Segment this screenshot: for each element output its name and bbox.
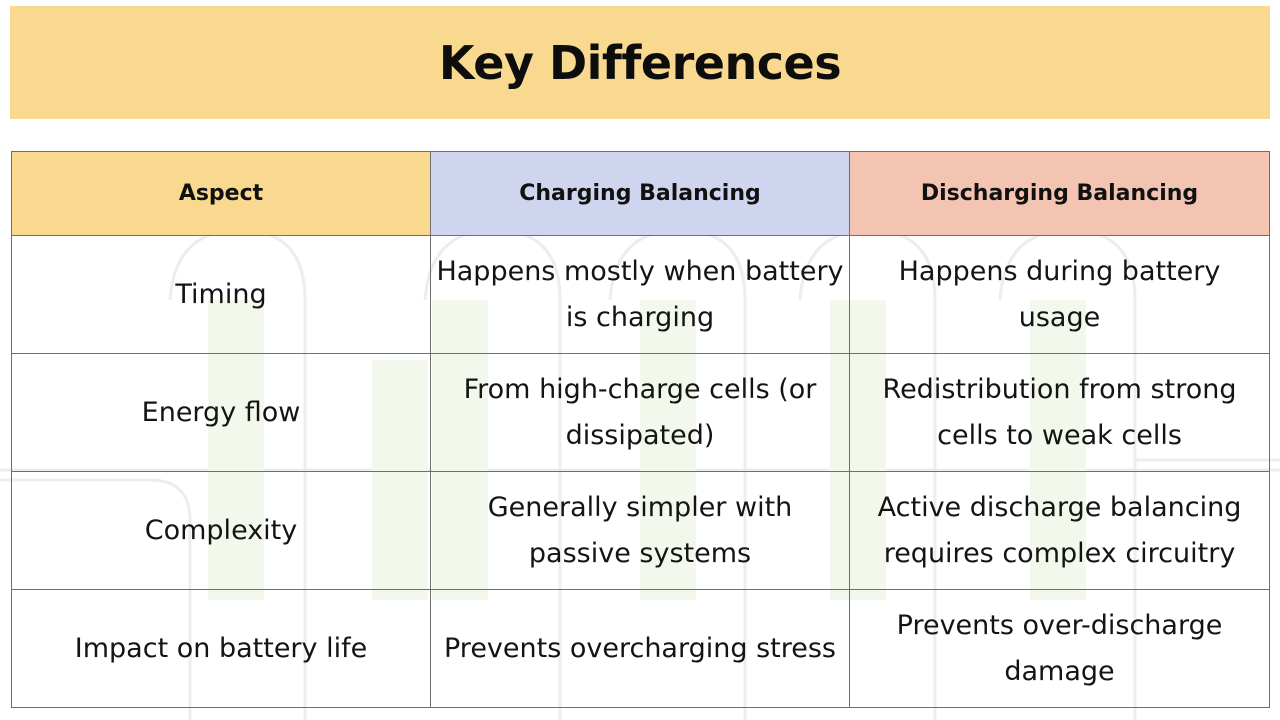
header-discharging-balancing: Discharging Balancing: [849, 151, 1270, 236]
header-aspect: Aspect: [11, 151, 431, 236]
table-row: Impact on battery life Prevents overchar…: [11, 589, 1270, 708]
header-charging-balancing: Charging Balancing: [430, 151, 850, 236]
cell-aspect: Energy flow: [11, 353, 431, 472]
cell-discharging: Active discharge balancing requires comp…: [849, 471, 1270, 590]
table-row: Energy flow From high-charge cells (or d…: [11, 353, 1270, 472]
cell-aspect: Impact on battery life: [11, 589, 431, 708]
cell-discharging: Happens during battery usage: [849, 235, 1270, 354]
slide-title: Key Differences: [438, 35, 842, 90]
table-header-row: Aspect Charging Balancing Discharging Ba…: [11, 151, 1270, 236]
cell-charging: From high-charge cells (or dissipated): [430, 353, 850, 472]
title-banner: Key Differences: [10, 6, 1270, 119]
cell-discharging: Prevents over-discharge damage: [849, 589, 1270, 708]
key-differences-table: Aspect Charging Balancing Discharging Ba…: [11, 151, 1270, 708]
cell-charging: Prevents overcharging stress: [430, 589, 850, 708]
table-row: Complexity Generally simpler with passiv…: [11, 471, 1270, 590]
cell-charging: Happens mostly when battery is charging: [430, 235, 850, 354]
cell-charging: Generally simpler with passive systems: [430, 471, 850, 590]
cell-aspect: Complexity: [11, 471, 431, 590]
cell-discharging: Redistribution from strong cells to weak…: [849, 353, 1270, 472]
cell-aspect: Timing: [11, 235, 431, 354]
table-row: Timing Happens mostly when battery is ch…: [11, 235, 1270, 354]
